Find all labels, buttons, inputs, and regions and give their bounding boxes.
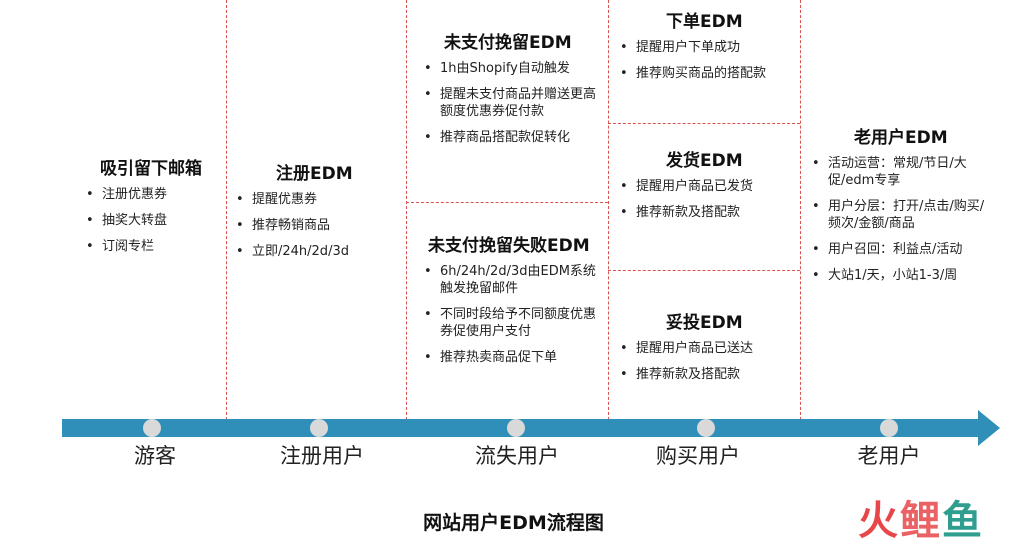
bullet-list: 6h/24h/2d/3d由EDM系统触发挽留邮件 不同时段给予不同额度优惠券促使… [424, 263, 602, 366]
list-item: 提醒用户商品已发货 [620, 178, 796, 195]
section-title: 发货EDM [666, 151, 743, 171]
timeline-arrowhead [978, 410, 1000, 446]
timeline-node [880, 419, 898, 437]
list-item: 推荐商品搭配款促转化 [424, 129, 602, 146]
logo-char: 鲤 [900, 498, 942, 544]
section-title: 下单EDM [666, 12, 743, 32]
stage-label-visitor: 游客 [134, 444, 176, 468]
logo-char: 鱼 [942, 498, 984, 544]
column-divider [406, 0, 407, 420]
bullet-list: 1h由Shopify自动触发 提醒未支付商品并赠送更高额度优惠券促付款 推荐商品… [424, 60, 602, 146]
section-title: 未支付挽留EDM [444, 33, 572, 53]
bullet-list: 提醒用户商品已发货 推荐新款及搭配款 [620, 178, 796, 221]
column-divider [226, 0, 227, 420]
section-delivered-edm: 妥投EDM 提醒用户商品已送达 推荐新款及搭配款 [620, 312, 796, 392]
list-item: 推荐热卖商品促下单 [424, 349, 602, 366]
list-item: 不同时段给予不同额度优惠券促使用户支付 [424, 306, 602, 340]
list-item: 推荐新款及搭配款 [620, 204, 796, 221]
list-item: 注册优惠券 [86, 186, 222, 203]
section-attract-email: 吸引留下邮箱 注册优惠券 抽奖大转盘 订阅专栏 [86, 158, 222, 264]
list-item: 活动运营：常规/节日/大促/edm专享 [812, 155, 992, 189]
section-returning-user-edm: 老用户EDM 活动运营：常规/节日/大促/edm专享 用户分层：打开/点击/购买… [812, 127, 992, 293]
logo-char: 火 [858, 498, 900, 544]
list-item: 推荐购买商品的搭配款 [620, 65, 796, 82]
list-item: 推荐新款及搭配款 [620, 366, 796, 383]
list-item: 6h/24h/2d/3d由EDM系统触发挽留邮件 [424, 263, 602, 297]
list-item: 提醒用户下单成功 [620, 39, 796, 56]
bullet-list: 注册优惠券 抽奖大转盘 订阅专栏 [86, 186, 222, 255]
section-shipping-edm: 发货EDM 提醒用户商品已发货 推荐新款及搭配款 [620, 150, 796, 230]
section-unpaid-retain-edm: 未支付挽留EDM 1h由Shopify自动触发 提醒未支付商品并赠送更高额度优惠… [424, 32, 602, 155]
section-title: 吸引留下邮箱 [100, 159, 202, 179]
stage-label-returning: 老用户 [857, 444, 921, 468]
list-item: 提醒未支付商品并赠送更高额度优惠券促付款 [424, 86, 602, 120]
stage-label-registered: 注册用户 [280, 444, 364, 468]
timeline-node [697, 419, 715, 437]
bullet-list: 提醒优惠券 推荐畅销商品 立即/24h/2d/3d [236, 191, 401, 260]
bullet-list: 提醒用户商品已送达 推荐新款及搭配款 [620, 340, 796, 383]
brand-logo: 火鲤鱼 [858, 498, 1018, 544]
timeline-node [507, 419, 525, 437]
timeline-node [310, 419, 328, 437]
section-title: 未支付挽留失败EDM [428, 236, 590, 256]
list-item: 提醒用户商品已送达 [620, 340, 796, 357]
column-divider [800, 0, 801, 420]
list-item: 大站1/天，小站1-3/周 [812, 267, 992, 284]
list-item: 立即/24h/2d/3d [236, 243, 401, 260]
section-order-edm: 下单EDM 提醒用户下单成功 推荐购买商品的搭配款 [620, 11, 796, 91]
list-item: 用户召回：利益点/活动 [812, 241, 992, 258]
list-item: 推荐畅销商品 [236, 217, 401, 234]
section-title: 妥投EDM [666, 313, 743, 333]
list-item: 1h由Shopify自动触发 [424, 60, 602, 77]
timeline-node [143, 419, 161, 437]
stage-label-purchased: 购买用户 [656, 444, 740, 468]
list-item: 抽奖大转盘 [86, 212, 222, 229]
bullet-list: 活动运营：常规/节日/大促/edm专享 用户分层：打开/点击/购买/频次/金额/… [812, 155, 992, 284]
section-title: 注册EDM [276, 164, 353, 184]
column-divider [608, 0, 609, 420]
list-item: 提醒优惠券 [236, 191, 401, 208]
diagram-caption: 网站用户EDM流程图 [423, 512, 604, 534]
row-divider [406, 202, 608, 203]
stage-label-lost: 流失用户 [475, 444, 559, 468]
section-unpaid-retain-failed-edm: 未支付挽留失败EDM 6h/24h/2d/3d由EDM系统触发挽留邮件 不同时段… [424, 235, 602, 375]
list-item: 订阅专栏 [86, 238, 222, 255]
section-register-edm: 注册EDM 提醒优惠券 推荐畅销商品 立即/24h/2d/3d [236, 163, 401, 269]
list-item: 用户分层：打开/点击/购买/频次/金额/商品 [812, 198, 992, 232]
row-divider [608, 123, 800, 124]
row-divider [608, 270, 800, 271]
section-title: 老用户EDM [854, 128, 948, 148]
bullet-list: 提醒用户下单成功 推荐购买商品的搭配款 [620, 39, 796, 82]
